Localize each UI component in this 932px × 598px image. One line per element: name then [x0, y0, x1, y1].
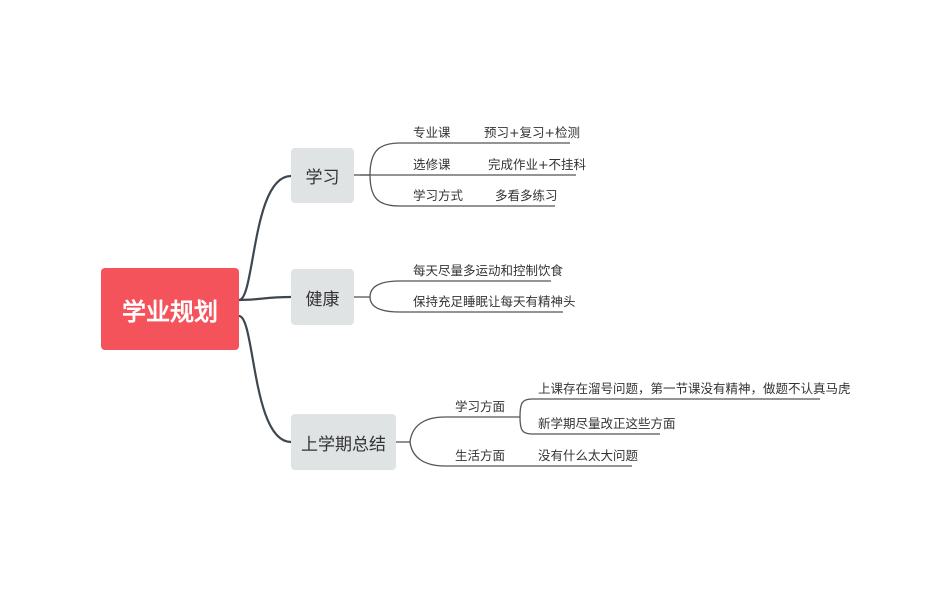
- detail-study-improvement[interactable]: 新学期尽量改正这些方面: [538, 416, 676, 431]
- subtopic-study-aspect[interactable]: 学习方面: [455, 399, 506, 414]
- subtopic-elective-course[interactable]: 选修课: [413, 157, 451, 172]
- detail-study-problems[interactable]: 上课存在溜号问题，第一节课没有精神，做题不认真马虎: [538, 381, 851, 396]
- subtopic-life-aspect[interactable]: 生活方面: [455, 448, 506, 463]
- subtopic-study-method[interactable]: 学习方式: [413, 188, 464, 203]
- subtopic-major-course[interactable]: 专业课: [413, 125, 451, 140]
- topic-last-semester-summary[interactable]: 上学期总结: [291, 414, 396, 470]
- topic-health[interactable]: 健康: [291, 269, 354, 325]
- detail-study-method[interactable]: 多看多练习: [495, 188, 558, 203]
- root-node[interactable]: 学业规划: [101, 268, 239, 350]
- topic-study[interactable]: 学习: [291, 148, 354, 203]
- detail-life-aspect[interactable]: 没有什么太大问题: [538, 448, 639, 463]
- subtopic-sleep[interactable]: 保持充足睡眠让每天有精神头: [413, 294, 576, 309]
- subtopic-exercise-diet[interactable]: 每天尽量多运动和控制饮食: [413, 263, 564, 278]
- detail-elective-course[interactable]: 完成作业+不挂科: [488, 157, 586, 172]
- detail-major-course[interactable]: 预习+复习+检测: [484, 125, 580, 140]
